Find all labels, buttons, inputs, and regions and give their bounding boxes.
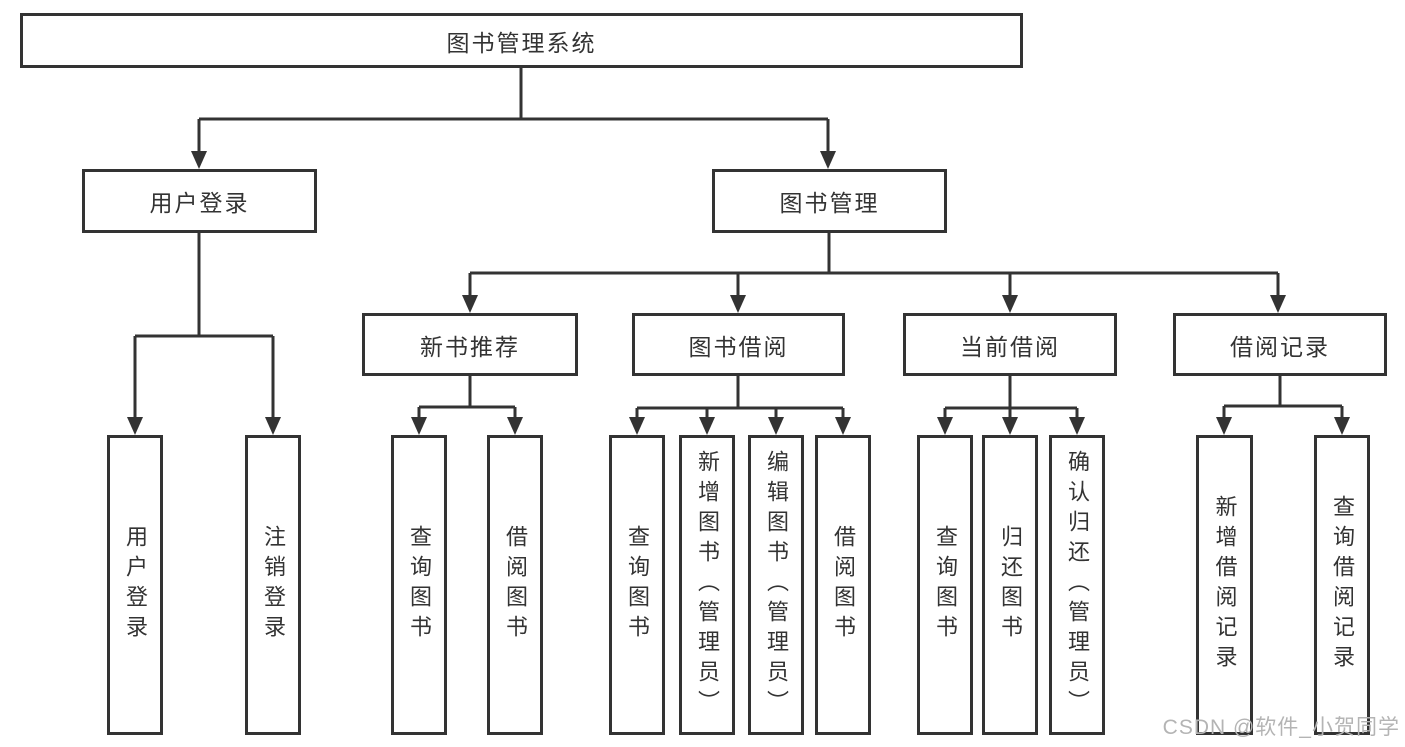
arrow-down-icon [820,151,836,169]
arrow-down-icon [699,417,715,435]
arrow-down-icon [507,417,523,435]
leaf-confirm-return-admin: 确认归还（管理员） [1049,435,1105,735]
node-library-management-system: 图书管理系统 [20,13,1023,68]
arrow-down-icon [127,417,143,435]
node-borrow-records: 借阅记录 [1173,313,1387,376]
arrow-down-icon [191,151,207,169]
connector-book-management-to-level3 [462,233,1286,313]
leaf-borrow-query-books: 查询图书 [609,435,665,735]
node-book-management: 图书管理 [712,169,947,233]
arrow-down-icon [411,417,427,435]
arrow-down-icon [768,417,784,435]
node-user-login: 用户登录 [82,169,317,233]
node-book-borrow: 图书借阅 [632,313,845,376]
arrow-down-icon [629,417,645,435]
leaf-add-books-admin: 新增图书（管理员） [679,435,735,735]
leaf-current-query-books: 查询图书 [917,435,973,735]
arrow-down-icon [1270,295,1286,313]
arrow-down-icon [1002,417,1018,435]
leaf-add-borrow-record: 新增借阅记录 [1196,435,1253,735]
leaf-recommend-query-books: 查询图书 [391,435,447,735]
connector-borrow-records-to-leaves [1216,376,1350,435]
leaf-borrow-books: 借阅图书 [815,435,871,735]
connector-user-login-to-leaves [127,233,281,435]
arrow-down-icon [462,295,478,313]
leaf-return-books: 归还图书 [982,435,1038,735]
arrow-down-icon [1002,295,1018,313]
leaf-query-borrow-record: 查询借阅记录 [1314,435,1370,735]
arrow-down-icon [835,417,851,435]
leaf-recommend-borrow-books: 借阅图书 [487,435,543,735]
arrow-down-icon [730,295,746,313]
arrow-down-icon [937,417,953,435]
connector-book-borrow-to-leaves [629,376,851,435]
csdn-watermark: CSDN @软件_小贺同学 [1162,716,1400,739]
connector-root-to-level2 [191,68,836,169]
arrow-down-icon [1334,417,1350,435]
connector-new-book-recommend-to-leaves [411,376,523,435]
node-new-book-recommend: 新书推荐 [362,313,578,376]
connector-current-borrow-to-leaves [937,376,1085,435]
arrow-down-icon [1069,417,1085,435]
node-current-borrow: 当前借阅 [903,313,1117,376]
leaf-logout-login: 注销登录 [245,435,301,735]
leaf-edit-books-admin: 编辑图书（管理员） [748,435,804,735]
arrow-down-icon [1216,417,1232,435]
arrow-down-icon [265,417,281,435]
leaf-user-login: 用户登录 [107,435,163,735]
